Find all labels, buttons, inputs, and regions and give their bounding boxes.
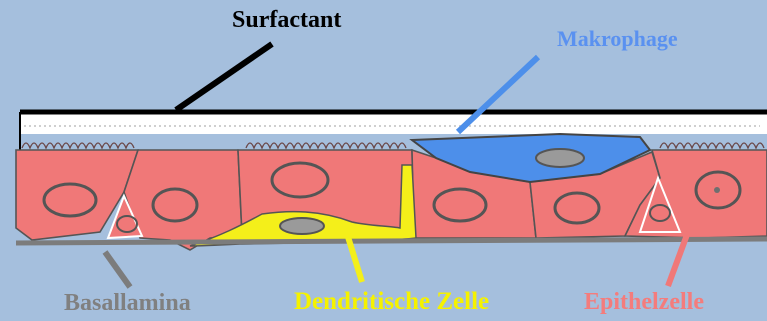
nucleus [434, 189, 486, 221]
nucleus [272, 163, 328, 197]
macrophage-nucleus [536, 149, 584, 167]
epithelial-cell-label: Epithelzelle [584, 290, 704, 314]
surfactant-label: Surfactant [232, 8, 341, 32]
surfactant-pointer [176, 44, 272, 110]
nucleus [153, 189, 197, 221]
basallamina-pointer [105, 252, 130, 287]
nucleus [555, 193, 599, 223]
dendritic-cell-nucleus [280, 218, 324, 234]
surfactant-layer [20, 112, 767, 134]
basal-lamina [16, 239, 767, 243]
basallamina-label: Basallamina [64, 291, 191, 315]
microvilli [22, 143, 764, 148]
makrophage-label: Makrophage [557, 28, 678, 50]
dendritic-cell-label: Dendritische Zelle [294, 289, 489, 314]
nucleus [44, 184, 96, 216]
